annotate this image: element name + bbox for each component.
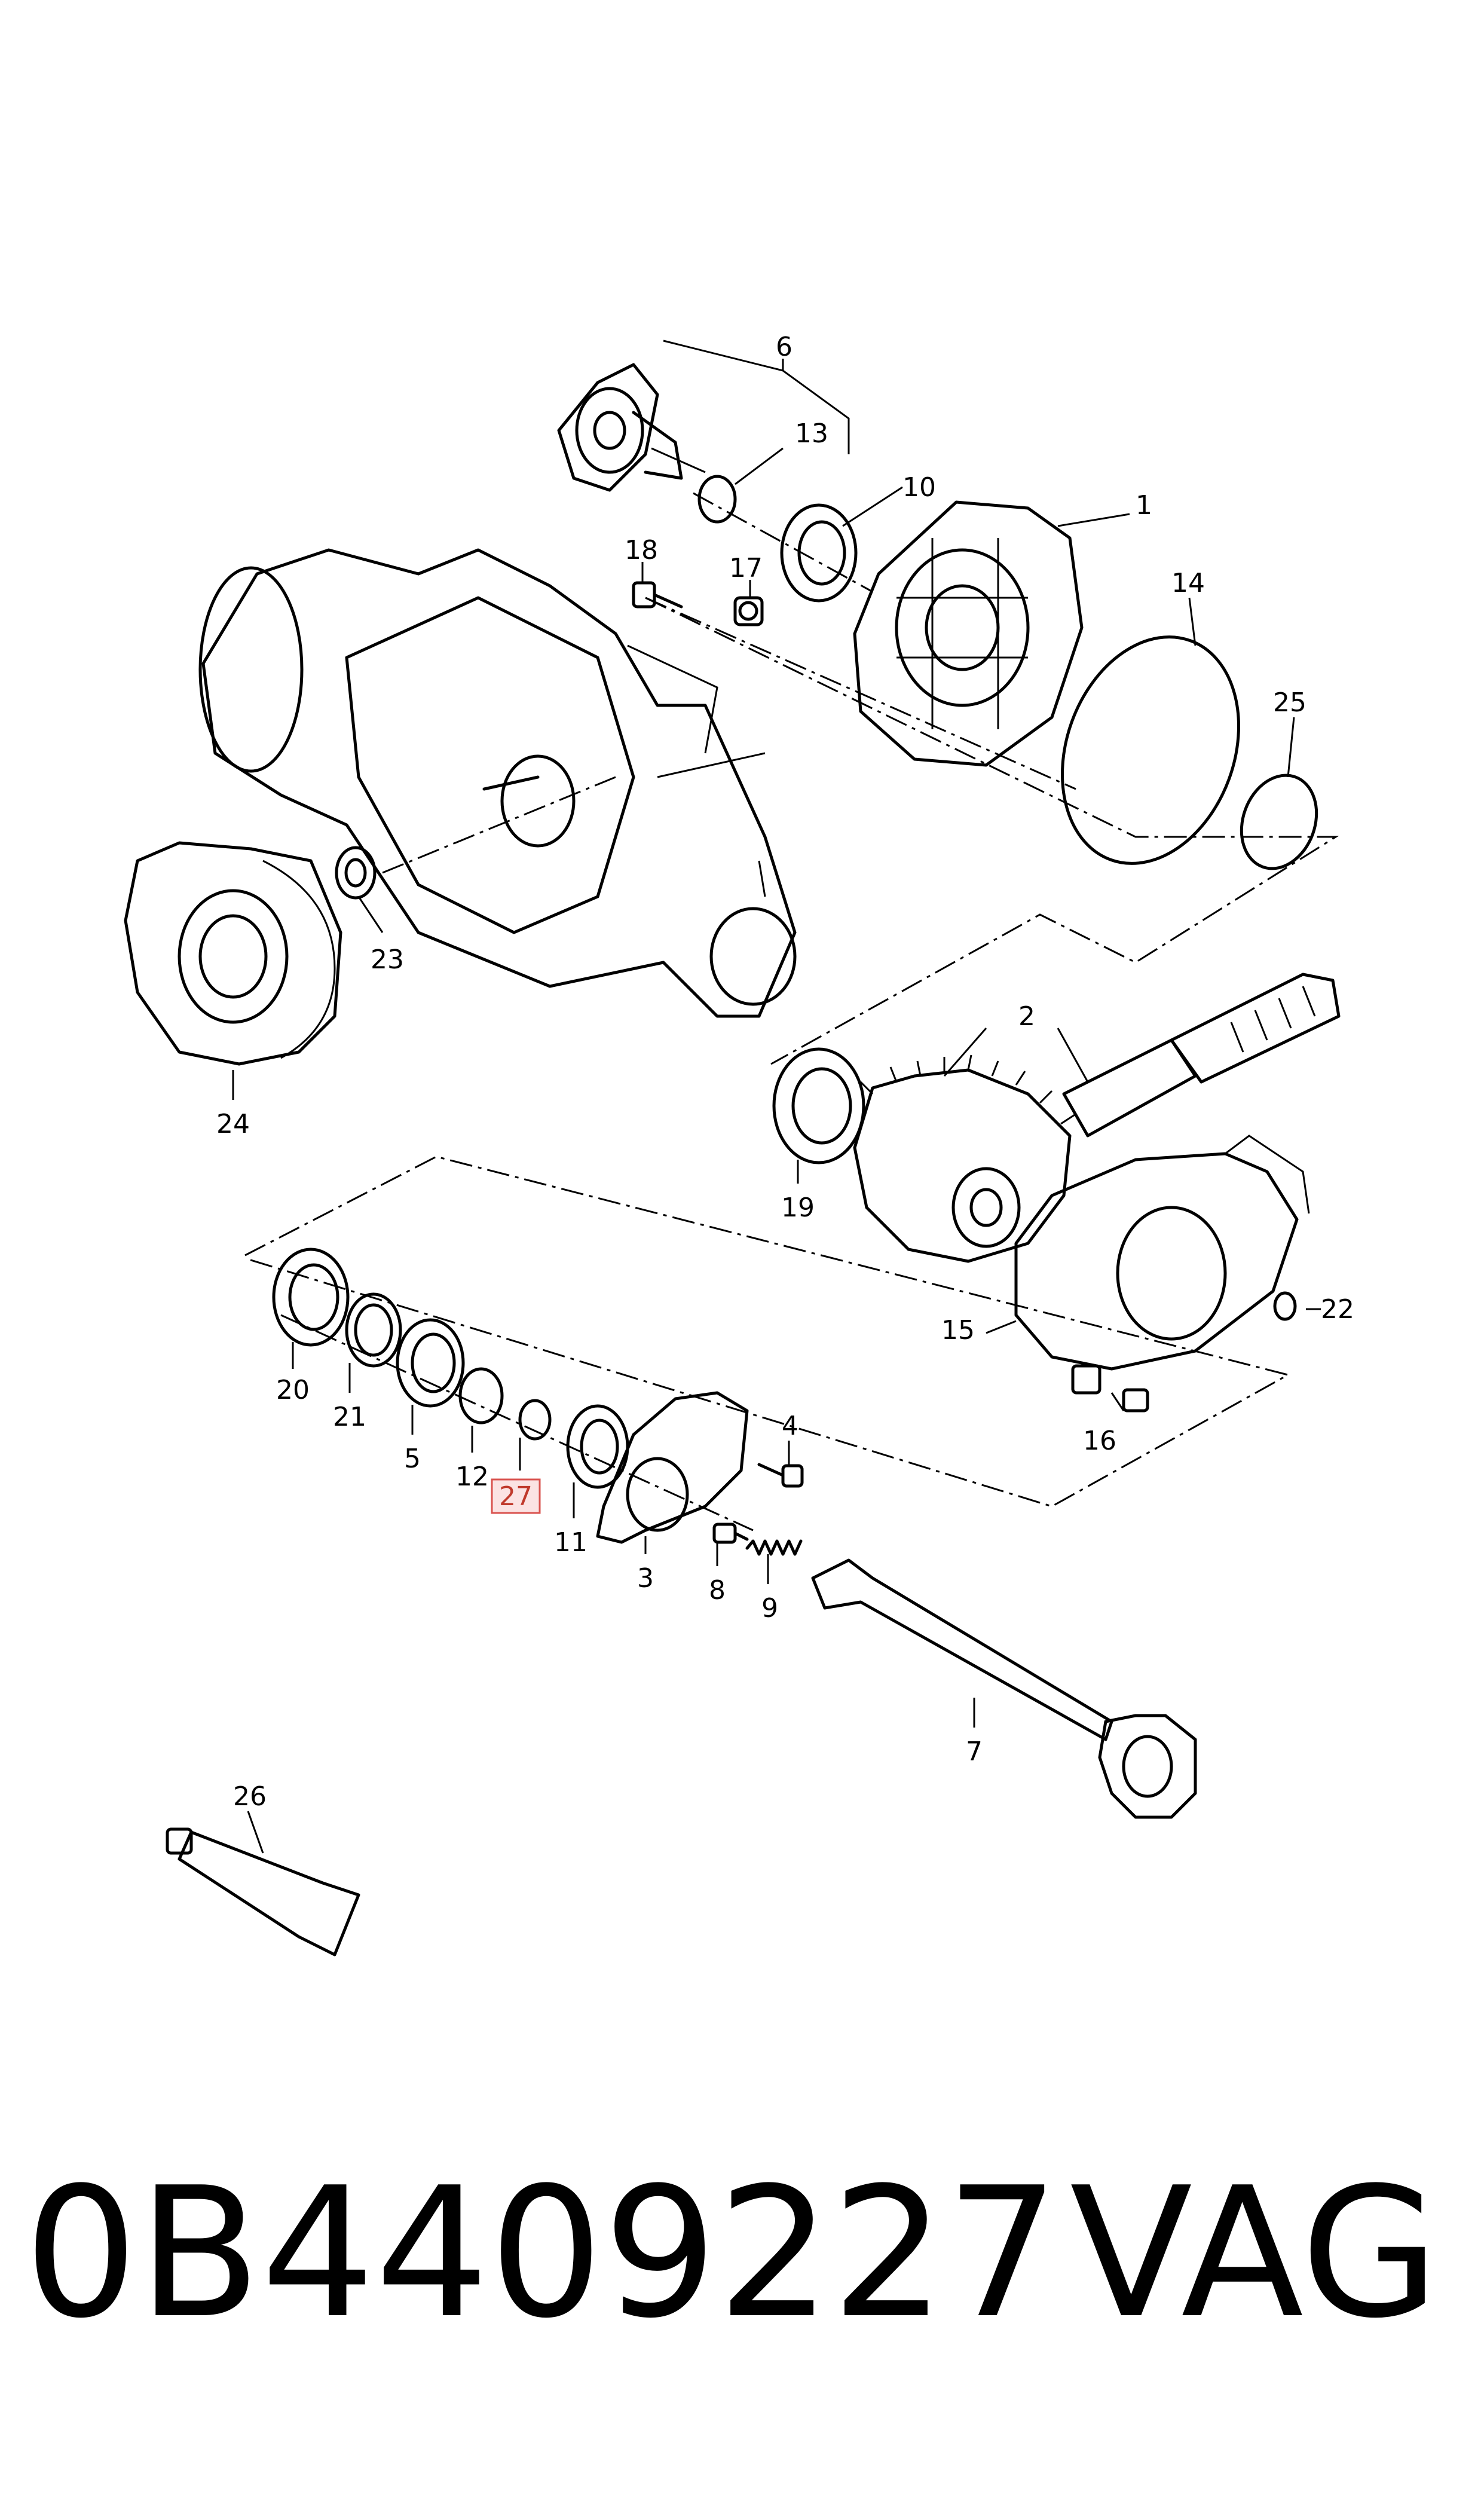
part-22-o-ring	[1273, 1291, 1297, 1321]
callout-15[interactable]: 15	[941, 1315, 975, 1346]
callout-5[interactable]: 5	[404, 1444, 421, 1474]
part-number: 0B4409227	[24, 2149, 1060, 2358]
part-6-flange-shaft	[557, 363, 706, 492]
callout-1[interactable]: 1	[1136, 490, 1152, 521]
assembly-outline-lower	[244, 1155, 1291, 1508]
part-11-bearing	[566, 1404, 629, 1489]
callout-19[interactable]: 19	[781, 1193, 815, 1223]
callout-27-highlight-box	[491, 1478, 541, 1514]
callout-16[interactable]: 16	[1083, 1426, 1116, 1456]
callout-23[interactable]: 23	[371, 944, 404, 975]
callout-25[interactable]: 25	[1273, 687, 1306, 718]
part-4-bolt	[757, 1463, 804, 1488]
callout-9[interactable]: 9	[761, 1593, 778, 1624]
callout-labels: 6 13 10 1 18 17 14 25 23 2 24 19 22 15 2…	[216, 332, 1354, 1812]
part-7-drive-shaft	[811, 1558, 1197, 1819]
part-9-spring	[745, 1539, 803, 1556]
part-27-circlip	[518, 1399, 552, 1441]
callout-17[interactable]: 17	[729, 553, 763, 583]
axis-line-4	[280, 1314, 754, 1531]
callout-22[interactable]: 22	[1321, 1294, 1354, 1325]
part-21-ring	[345, 1292, 402, 1368]
part-10-seal	[780, 503, 858, 603]
part-24-flange-bearing	[124, 841, 342, 1066]
part-1-cover	[853, 500, 1084, 767]
callout-14[interactable]: 14	[1171, 568, 1205, 598]
callout-7[interactable]: 7	[966, 1737, 983, 1767]
callout-12[interactable]: 12	[455, 1462, 489, 1492]
callout-26[interactable]: 26	[233, 1781, 267, 1812]
part-15-housing-cover	[1014, 1135, 1310, 1371]
callout-13[interactable]: 13	[795, 418, 828, 449]
assembly-outline-upper	[645, 597, 1339, 1065]
axis-line-3	[382, 776, 616, 874]
part-14-large-o-ring	[1061, 635, 1240, 865]
leader-lines	[232, 340, 1321, 1854]
part-8-pin	[712, 1523, 749, 1544]
callout-6[interactable]: 6	[776, 332, 793, 362]
part-18-bolt	[632, 581, 683, 609]
callout-27[interactable]: 27	[499, 1481, 533, 1512]
part-13-o-ring	[697, 475, 737, 524]
part-2-differential-gear	[853, 973, 1341, 1263]
callout-3[interactable]: 3	[637, 1563, 654, 1594]
part-12-o-ring	[458, 1367, 504, 1424]
part-26-grease-tube	[166, 1827, 360, 1956]
brand-name: VAG	[1070, 2149, 1440, 2358]
axis-line-1	[693, 492, 873, 593]
callout-20[interactable]: 20	[276, 1375, 310, 1405]
callout-11[interactable]: 11	[554, 1527, 588, 1558]
footer: 0B4409227 VAG	[0, 2164, 1484, 2343]
gearbox-housing	[198, 548, 797, 1018]
callout-8[interactable]: 8	[709, 1575, 726, 1606]
part-5-seal	[396, 1318, 465, 1408]
part-23-seal-ring	[335, 846, 377, 900]
callout-24[interactable]: 24	[216, 1109, 250, 1139]
part-25-o-ring	[1240, 774, 1318, 870]
part-3-plate	[596, 1391, 749, 1544]
callout-21[interactable]: 21	[333, 1402, 366, 1432]
part-19-bearing	[772, 1047, 865, 1164]
part-16-sensor-gear	[1071, 1364, 1149, 1413]
callout-10[interactable]: 10	[902, 472, 936, 503]
callout-4[interactable]: 4	[782, 1411, 798, 1441]
part-20-bearing	[272, 1248, 350, 1347]
callout-18[interactable]: 18	[625, 535, 658, 565]
part-17-plug	[733, 596, 764, 626]
callout-2[interactable]: 2	[1018, 1001, 1035, 1032]
